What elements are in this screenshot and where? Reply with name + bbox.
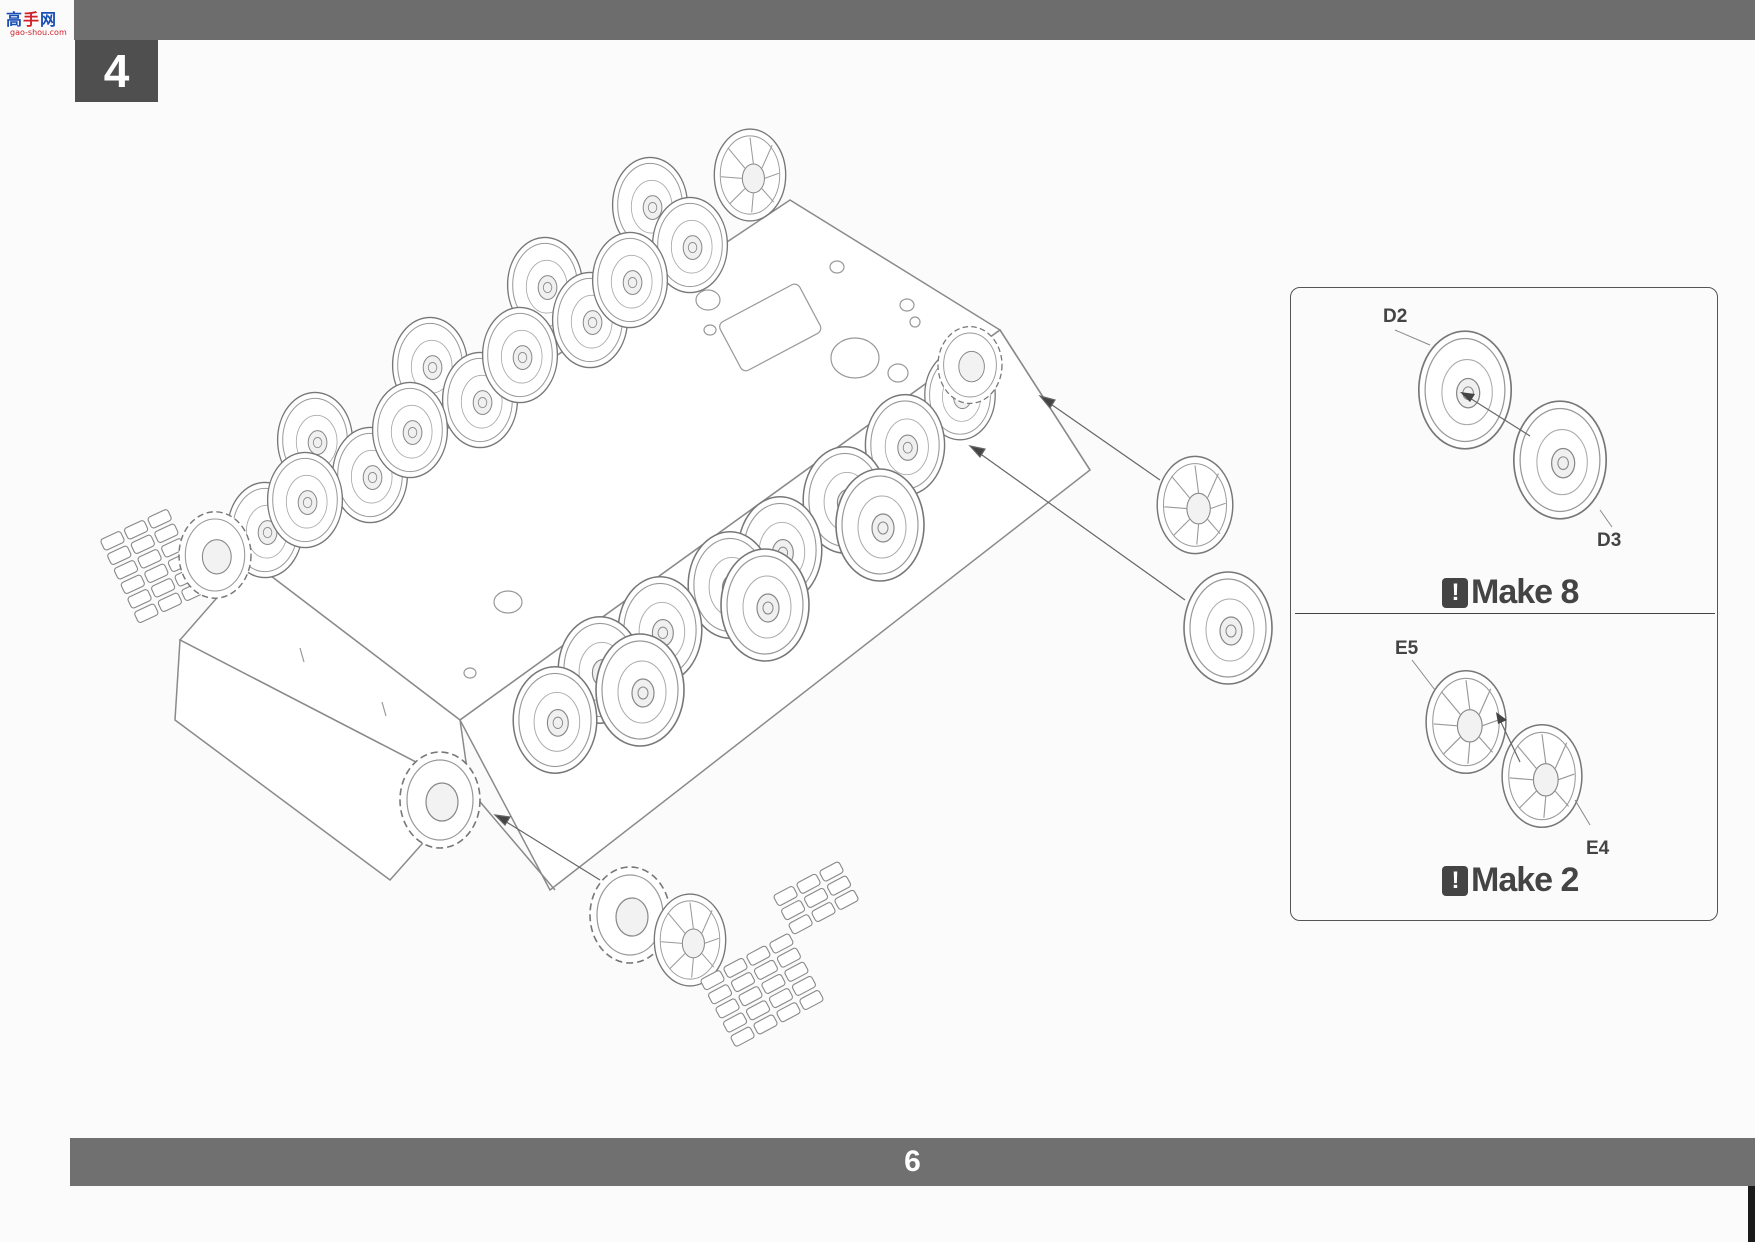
make-count-bottom: !Make 2 [1442,861,1579,900]
logo-url: gao-shou.com [10,28,67,37]
detail-bottom-drawing [1411,659,1591,829]
site-logo: 高手网 gao-shou.com [4,4,70,38]
part-label-e5: E5 [1395,638,1419,659]
page-number: 6 [904,1145,921,1178]
exploded-wheels [1156,455,1273,685]
make-count-top: !Make 8 [1442,573,1579,612]
detail-divider [1295,613,1715,614]
detail-inset-box [1290,287,1718,921]
logo-char-2: 手 [23,12,41,29]
detail-top-drawing [1394,329,1613,528]
part-label-e4: E4 [1586,838,1610,859]
edge-strip [1748,1186,1755,1242]
make-text-bottom: Make 2 [1471,861,1579,899]
logo-char-3: 网 [40,12,58,29]
part-label-d3: D3 [1597,530,1622,551]
hull-details [299,260,921,717]
make-text-top: Make 8 [1471,573,1579,611]
assembly-arrows [493,394,1186,881]
top-header-bar [74,0,1755,40]
sprocket-part [589,866,727,987]
part-label-d2: D2 [1383,306,1408,327]
step-number: 4 [75,40,158,102]
footer-bar: 6 [70,1138,1755,1186]
exclamation-icon: ! [1442,577,1468,608]
exclamation-icon: ! [1442,865,1468,896]
logo-char-1: 高 [6,12,24,29]
